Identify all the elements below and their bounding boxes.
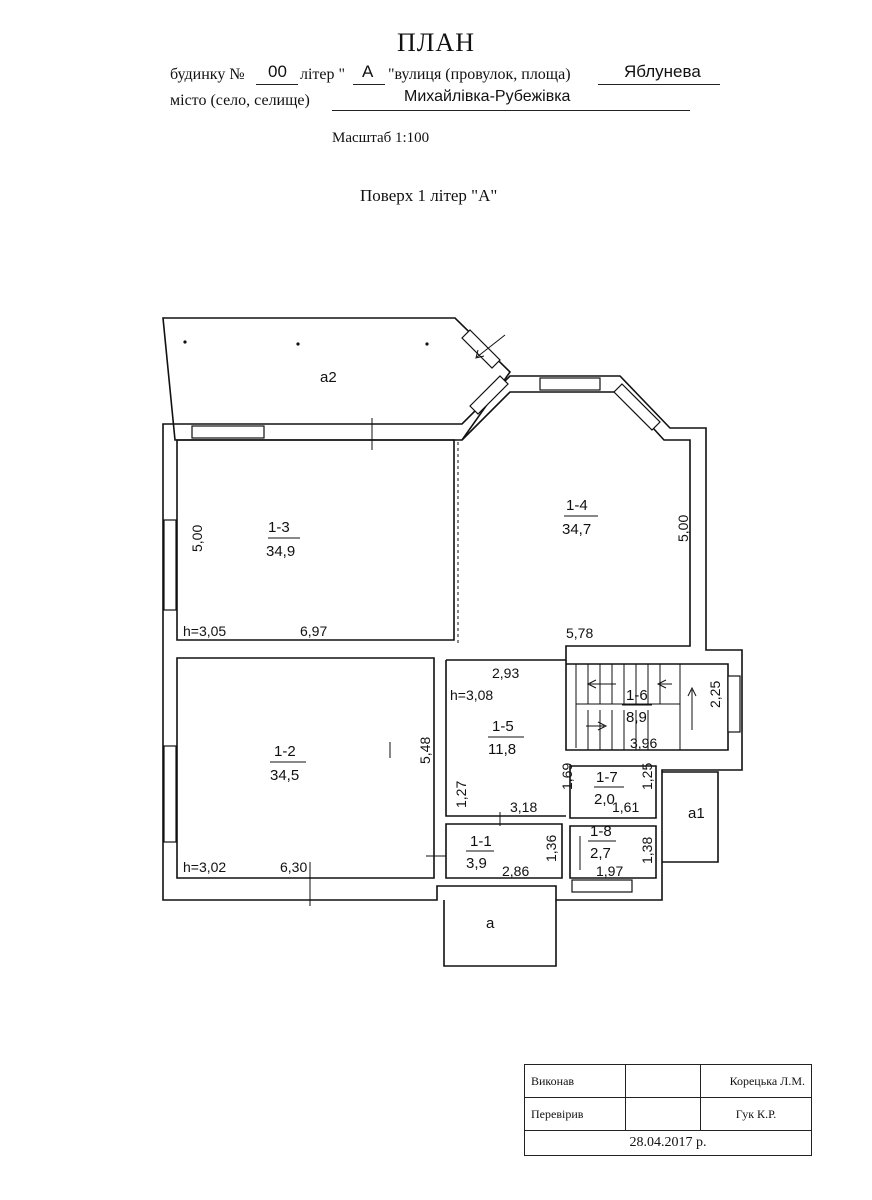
house-label: будинку № xyxy=(170,66,245,83)
dim-2-93: 2,93 xyxy=(492,665,519,681)
liter-label: літер " xyxy=(300,66,346,83)
approval-stamp: Виконав Корецька Л.М. Перевірив Гук К.Р.… xyxy=(524,1064,812,1156)
room-1-6-area: 8,9 xyxy=(626,709,647,726)
city-label: місто (село, селище) xyxy=(170,92,310,109)
room-1-3-id: 1-3 xyxy=(268,519,290,536)
area-a1: a1 xyxy=(688,805,705,822)
dim-3-18: 3,18 xyxy=(510,799,537,815)
area-a2: a2 xyxy=(320,369,337,386)
dim-6-30: 6,30 xyxy=(280,859,307,875)
room-1-4-area: 34,7 xyxy=(562,521,591,538)
height-room-1-5: h=3,08 xyxy=(450,687,493,703)
height-room-1-3: h=3,05 xyxy=(183,623,226,639)
room-1-4-id: 1-4 xyxy=(566,497,588,514)
dim-2-25: 2,25 xyxy=(707,681,723,708)
room-1-8-area: 2,7 xyxy=(590,845,611,862)
room-1-2-area: 34,5 xyxy=(270,767,299,784)
dim-5-48: 5,48 xyxy=(417,737,433,764)
floor-label: Поверх 1 літер "А" xyxy=(360,186,498,205)
city-value: Михайлівка-Рубежівка xyxy=(404,88,571,105)
stamp-date: 28.04.2017 р. xyxy=(524,1130,812,1156)
dim-5-78: 5,78 xyxy=(566,625,593,641)
house-number: 00 xyxy=(268,62,287,81)
check-label: Перевірив xyxy=(524,1097,626,1131)
room-1-5-area: 11,8 xyxy=(488,741,516,758)
done-label: Виконав xyxy=(524,1064,626,1098)
room-1-6-id: 1-6 xyxy=(626,687,648,704)
dim-5-00-right: 5,00 xyxy=(675,515,691,542)
room-1-1-area: 3,9 xyxy=(466,855,487,872)
dim-1-61: 1,61 xyxy=(612,799,639,815)
room-1-8-id: 1-8 xyxy=(590,823,612,840)
scale-label: Масштаб 1:100 xyxy=(332,130,430,146)
check-name: Гук К.Р. xyxy=(700,1097,812,1131)
dim-1-97: 1,97 xyxy=(596,863,623,879)
dim-1-36: 1,36 xyxy=(543,835,559,862)
done-name: Корецька Л.М. xyxy=(700,1064,812,1098)
dim-1-27: 1,27 xyxy=(453,781,469,808)
area-a: a xyxy=(486,915,495,932)
dim-5-00-left: 5,00 xyxy=(189,525,205,552)
liter-value: А xyxy=(362,62,374,81)
plan-title: ПЛАН xyxy=(397,28,475,57)
dim-6-97: 6,97 xyxy=(300,623,327,639)
street-label: "вулиця (провулок, площа) xyxy=(388,66,571,83)
height-room-1-2: h=3,02 xyxy=(183,859,226,875)
dim-1-25: 1,25 xyxy=(639,763,655,790)
room-1-2-id: 1-2 xyxy=(274,743,296,760)
dim-3-96: 3,96 xyxy=(630,735,657,751)
room-1-7-area: 2,0 xyxy=(594,791,615,808)
room-1-5-id: 1-5 xyxy=(492,718,514,735)
room-1-1-id: 1-1 xyxy=(470,833,492,850)
dim-1-69: 1,69 xyxy=(559,763,575,790)
room-1-7-id: 1-7 xyxy=(596,769,618,786)
street-value: Яблунева xyxy=(624,62,701,81)
dim-1-38: 1,38 xyxy=(639,837,655,864)
dim-2-86: 2,86 xyxy=(502,863,529,879)
room-1-3-area: 34,9 xyxy=(266,543,295,560)
